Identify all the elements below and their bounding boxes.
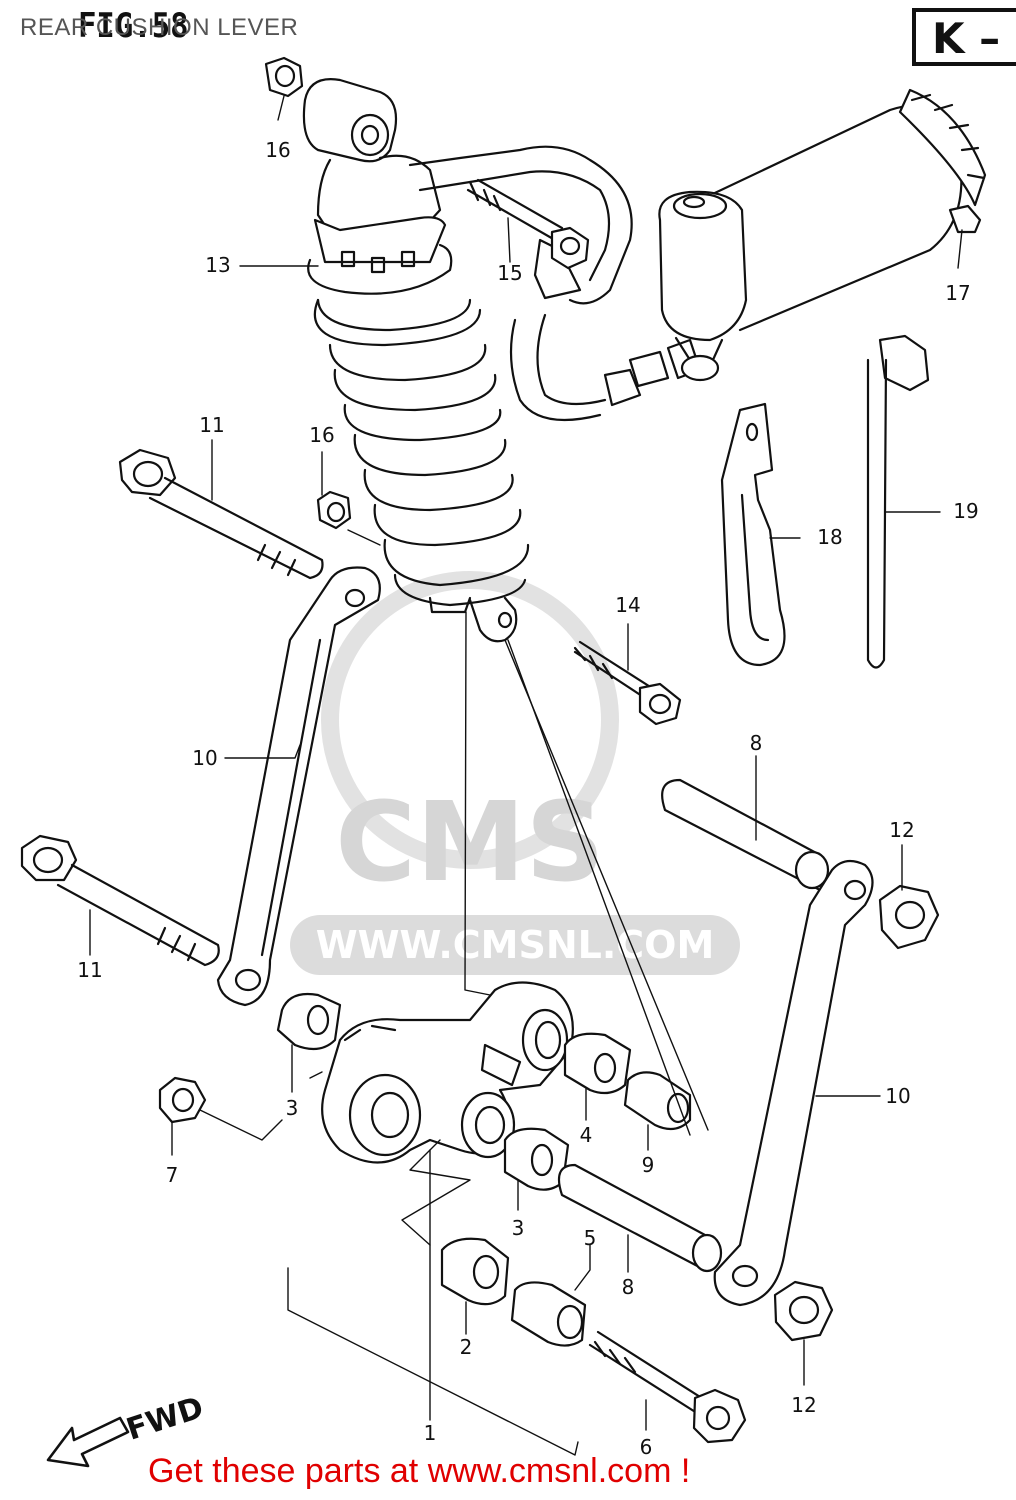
part-12-nut-upper [878,884,940,950]
callout-1: 1 [424,1421,437,1445]
part-16-nut-middle [316,490,352,530]
callout-3-lower: 3 [512,1216,525,1240]
key-box-label: K – [932,14,1001,63]
part-14-bolt [573,640,682,726]
callout-15: 15 [497,261,522,285]
part-6-bolt [588,1330,747,1444]
part-13-shock-absorber [302,78,702,643]
callout-8-upper: 8 [750,731,763,755]
callout-10-right: 10 [885,1084,910,1108]
callout-16-top: 16 [265,138,290,162]
callout-14: 14 [615,593,640,617]
part-10-rod-right [713,859,874,1307]
callout-11-lower: 11 [77,958,102,982]
callout-8-lower: 8 [622,1275,635,1299]
fwd-label: FWD [122,1390,207,1448]
callout-12-lower: 12 [791,1393,816,1417]
callout-11-upper: 11 [199,413,224,437]
part-16-nut-top [264,56,304,98]
part-10-rod-left [216,566,381,1007]
part-8-sleeve-lower [557,1163,723,1273]
figure-number: FIG.58 [78,6,189,46]
callout-4: 4 [580,1123,593,1147]
part-19-strap [866,334,930,669]
key-box: K – [912,8,1016,66]
part-11-bolt-upper [118,448,324,580]
callout-12-upper: 12 [889,818,914,842]
reservoir-tank [658,88,987,382]
callout-9: 9 [642,1153,655,1177]
part-12-nut-lower [773,1280,834,1342]
callout-18: 18 [817,525,842,549]
callout-2: 2 [460,1335,473,1359]
callout-19: 19 [953,499,978,523]
diagram-title: REAR CUSHION LEVER [20,14,299,41]
footer-link-text[interactable]: Get these parts at www.cmsnl.com ! [148,1452,691,1490]
part-2-bushing [440,1237,510,1306]
callout-17: 17 [945,281,970,305]
callout-labels: 16 13 15 17 11 16 18 19 14 10 8 12 11 3 … [77,138,978,1459]
watermark: CMS WWW.CMSNL.COM [290,571,740,975]
part-11-bolt-lower [20,834,220,967]
callout-7: 7 [166,1163,179,1187]
part-1-cushion-lever [321,981,574,1164]
part-7-nut [158,1076,207,1124]
part-9-sleeve [623,1071,692,1131]
part-15-bolt [466,178,590,270]
callout-6: 6 [640,1435,653,1459]
fwd-direction-arrow [46,1416,130,1468]
callout-5: 5 [584,1226,597,1250]
callout-3-upper: 3 [286,1096,299,1120]
watermark-brand: CMS [335,778,604,906]
part-4-bushing [563,1032,632,1095]
watermark-url: WWW.CMSNL.COM [316,923,715,967]
part-8-sleeve-upper [661,778,830,892]
callout-13: 13 [205,253,230,277]
part-3-bushing-upper [276,992,342,1051]
part-5-sleeve [510,1281,587,1347]
callout-16-middle: 16 [309,423,334,447]
callout-10-left: 10 [192,746,217,770]
part-18-bracket [720,402,786,667]
leader-lines [89,95,963,1456]
